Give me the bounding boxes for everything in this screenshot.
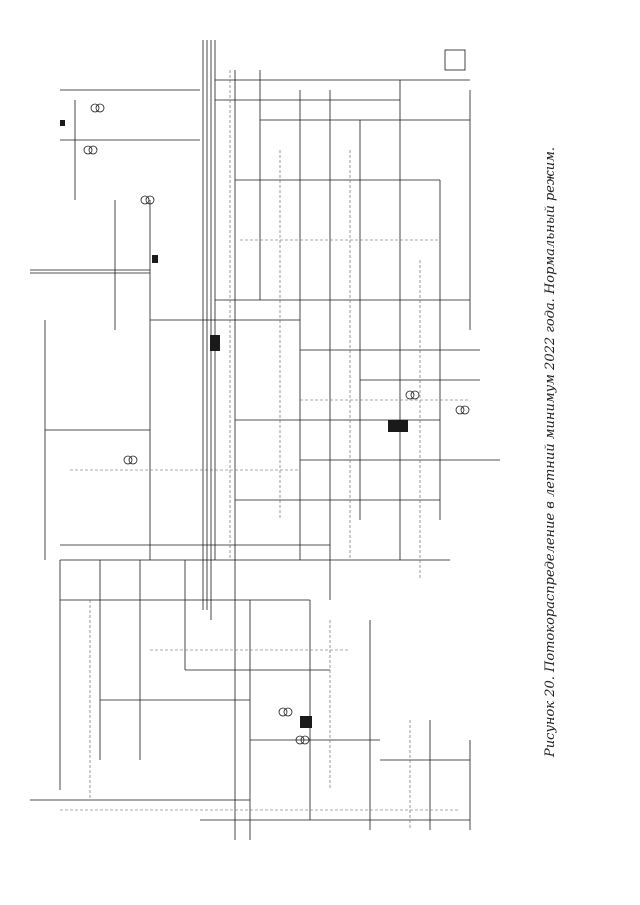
caption-container: Рисунок 20. Потокораспределение в летний…: [539, 42, 559, 862]
figure-caption: Рисунок 20. Потокораспределение в летний…: [543, 146, 558, 758]
